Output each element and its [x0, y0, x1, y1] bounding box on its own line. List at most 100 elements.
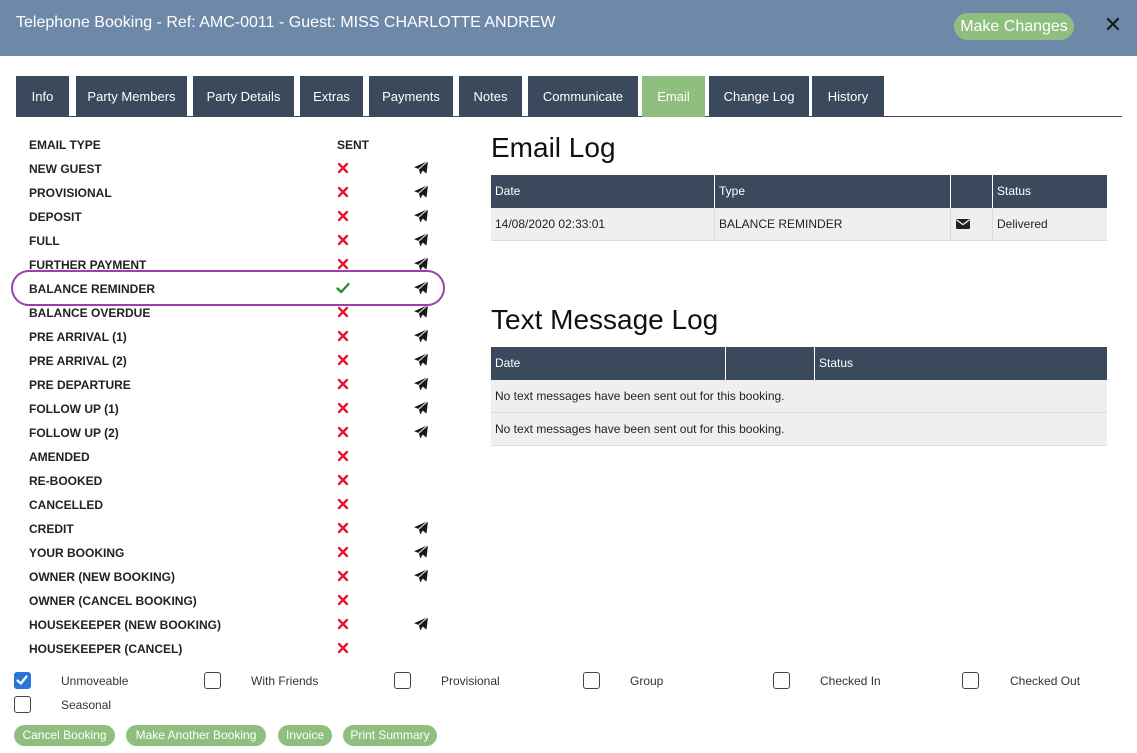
email-type-row: NEW GUEST	[29, 156, 439, 180]
email-type-label: HOUSEKEEPER (CANCEL)	[29, 642, 183, 656]
send-email-icon[interactable]	[413, 184, 429, 200]
not-sent-cross-icon	[335, 448, 351, 464]
send-email-icon[interactable]	[413, 520, 429, 536]
send-email-icon[interactable]	[413, 256, 429, 272]
checked-out-checkbox[interactable]	[962, 672, 979, 689]
send-email-icon[interactable]	[413, 376, 429, 392]
tab-change-log[interactable]: Change Log	[709, 76, 809, 117]
email-type-row: PROVISIONAL	[29, 180, 439, 204]
tab-payments[interactable]: Payments	[369, 76, 453, 117]
send-email-icon[interactable]	[413, 208, 429, 224]
dialog-header: Telephone Booking - Ref: AMC-0011 - Gues…	[0, 0, 1137, 56]
not-sent-cross-icon	[335, 520, 351, 536]
with-friends-checkbox[interactable]	[204, 672, 221, 689]
close-icon[interactable]: ✕	[1103, 12, 1123, 37]
email-type-label: DEPOSIT	[29, 210, 82, 224]
email-type-row: HOUSEKEEPER (NEW BOOKING)	[29, 612, 439, 636]
text-log-empty-message: No text messages have been sent out for …	[495, 422, 785, 436]
sent-header: SENT	[337, 138, 370, 152]
email-log-col-type[interactable]: Type	[715, 175, 951, 208]
unmoveable-label: Unmoveable	[61, 674, 129, 688]
email-log-table: Date Type Status 14/08/2020 02:33:01 BAL…	[491, 175, 1107, 241]
email-type-label: CREDIT	[29, 522, 74, 536]
table-row[interactable]: 14/08/2020 02:33:01 BALANCE REMINDER Del…	[491, 208, 1107, 241]
seasonal-label: Seasonal	[61, 698, 112, 712]
not-sent-cross-icon	[335, 328, 351, 344]
email-log-col-status[interactable]: Status	[997, 184, 1032, 198]
email-type-row: AMENDED	[29, 444, 439, 468]
tab-notes[interactable]: Notes	[459, 76, 522, 117]
email-type-label: OWNER (NEW BOOKING)	[29, 570, 175, 584]
tab-info[interactable]: Info	[16, 76, 69, 117]
cancel-booking-button[interactable]: Cancel Booking	[14, 725, 115, 746]
email-type-row: BALANCE OVERDUE	[29, 300, 439, 324]
send-email-icon[interactable]	[413, 232, 429, 248]
not-sent-cross-icon	[335, 208, 351, 224]
unmoveable-checkbox[interactable]	[14, 672, 31, 689]
checked-in-checkbox[interactable]	[773, 672, 790, 689]
email-type-row: HOUSEKEEPER (CANCEL)	[29, 636, 439, 660]
not-sent-cross-icon	[335, 160, 351, 176]
not-sent-cross-icon	[335, 640, 351, 656]
email-type-row: CREDIT	[29, 516, 439, 540]
tab-party-members[interactable]: Party Members	[76, 76, 187, 117]
email-type-label: FOLLOW UP (1)	[29, 402, 119, 416]
email-type-row: FURTHER PAYMENT	[29, 252, 439, 276]
table-row: No text messages have been sent out for …	[491, 413, 1107, 446]
text-log-col-status[interactable]: Status	[819, 356, 854, 370]
group-checkbox[interactable]	[583, 672, 600, 689]
email-log-date: 14/08/2020 02:33:01	[491, 208, 715, 241]
not-sent-cross-icon	[335, 424, 351, 440]
text-log-col-date[interactable]: Date	[491, 347, 726, 380]
provisional-checkbox[interactable]	[394, 672, 411, 689]
invoice-button[interactable]: Invoice	[278, 725, 332, 746]
checkmark-icon	[16, 675, 28, 685]
send-email-icon[interactable]	[413, 160, 429, 176]
tab-extras[interactable]: Extras	[300, 76, 363, 117]
not-sent-cross-icon	[335, 592, 351, 608]
send-email-icon[interactable]	[413, 352, 429, 368]
email-type-label: OWNER (CANCEL BOOKING)	[29, 594, 197, 608]
send-email-icon[interactable]	[413, 616, 429, 632]
email-type-row: DEPOSIT	[29, 204, 439, 228]
not-sent-cross-icon	[335, 232, 351, 248]
email-type-header: EMAIL TYPE	[29, 138, 101, 152]
send-email-icon[interactable]	[413, 544, 429, 560]
email-log-title: Email Log	[491, 132, 616, 163]
send-email-icon[interactable]	[413, 400, 429, 416]
email-type-row: PRE DEPARTURE	[29, 372, 439, 396]
tab-communicate[interactable]: Communicate	[528, 76, 638, 117]
tab-party-details[interactable]: Party Details	[193, 76, 294, 117]
email-log-col-date[interactable]: Date	[491, 175, 715, 208]
not-sent-cross-icon	[335, 616, 351, 632]
email-type-label: RE-BOOKED	[29, 474, 103, 488]
envelope-icon[interactable]	[956, 219, 970, 229]
make-changes-button[interactable]: Make Changes	[954, 13, 1074, 40]
seasonal-checkbox[interactable]	[14, 696, 31, 713]
table-row: No text messages have been sent out for …	[491, 380, 1107, 413]
email-type-row: OWNER (NEW BOOKING)	[29, 564, 439, 588]
print-summary-button[interactable]: Print Summary	[343, 725, 437, 746]
email-type-label: PRE DEPARTURE	[29, 378, 131, 392]
email-log-header: Date Type Status	[491, 175, 1107, 208]
not-sent-cross-icon	[335, 544, 351, 560]
email-type-label: PRE ARRIVAL (2)	[29, 354, 127, 368]
send-email-icon[interactable]	[413, 568, 429, 584]
send-email-icon[interactable]	[413, 304, 429, 320]
dialog-title: Telephone Booking - Ref: AMC-0011 - Gues…	[16, 14, 556, 31]
make-another-booking-button[interactable]: Make Another Booking	[126, 725, 266, 746]
send-email-icon[interactable]	[413, 280, 429, 296]
email-type-row: RE-BOOKED	[29, 468, 439, 492]
send-email-icon[interactable]	[413, 424, 429, 440]
tab-bar: Info Party Members Party Details Extras …	[16, 76, 1122, 117]
not-sent-cross-icon	[335, 352, 351, 368]
text-log-table: Date Status No text messages have been s…	[491, 347, 1107, 446]
text-log-col-blank	[726, 347, 815, 380]
email-type-label: PRE ARRIVAL (1)	[29, 330, 127, 344]
email-type-label: BALANCE OVERDUE	[29, 306, 151, 320]
with-friends-label: With Friends	[251, 674, 319, 688]
tab-email[interactable]: Email	[642, 76, 705, 117]
email-type-row: FOLLOW UP (2)	[29, 420, 439, 444]
tab-history[interactable]: History	[812, 76, 884, 117]
send-email-icon[interactable]	[413, 328, 429, 344]
